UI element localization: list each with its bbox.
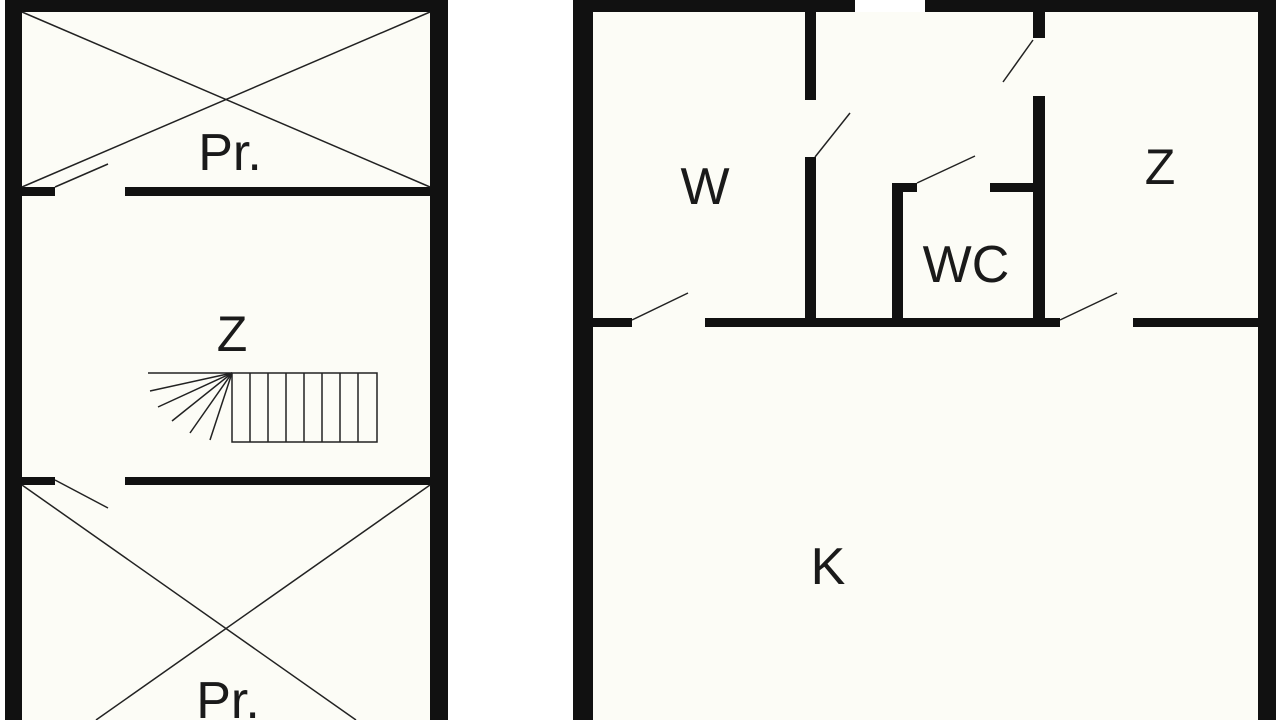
wall [593, 318, 632, 327]
wall [1133, 318, 1258, 327]
wall [1033, 96, 1045, 318]
wall [805, 157, 816, 318]
door-swing [814, 112, 851, 158]
cross-line [95, 484, 431, 720]
wall [573, 0, 855, 12]
wall [573, 0, 593, 720]
door-swing [1002, 39, 1034, 83]
room-label-pr-bottom: Pr. [196, 672, 260, 720]
wall [1033, 12, 1045, 38]
room-label-z-left: Z [217, 306, 248, 362]
wall [125, 187, 430, 196]
wall [22, 187, 55, 196]
room-label-w: W [680, 158, 729, 216]
wall [892, 183, 917, 192]
door-swing [916, 155, 976, 184]
room-label-pr-top: Pr. [198, 124, 262, 182]
door-swing [54, 163, 109, 188]
door-swing [631, 292, 689, 321]
room-label-wc: WC [923, 236, 1010, 294]
wall [805, 12, 816, 100]
cross-line [21, 11, 431, 188]
wall [990, 183, 1033, 192]
left-floor [22, 12, 430, 720]
door-swing [54, 479, 109, 509]
wall [430, 0, 448, 720]
wall [705, 318, 1060, 327]
right-floor [593, 12, 1258, 720]
wall [5, 0, 22, 720]
wall [1258, 0, 1276, 720]
staircase [148, 372, 378, 443]
door-swing [1059, 292, 1118, 321]
wall [22, 477, 55, 485]
room-label-k: K [811, 538, 846, 596]
wall [125, 477, 430, 485]
wall [925, 0, 1276, 12]
wall [5, 0, 448, 12]
right-plan: W WC Z K [573, 0, 1276, 720]
room-label-z-right: Z [1145, 139, 1176, 195]
left-plan: Pr. Z Pr. [5, 0, 448, 720]
cross-line [21, 484, 357, 720]
wall [892, 183, 903, 318]
